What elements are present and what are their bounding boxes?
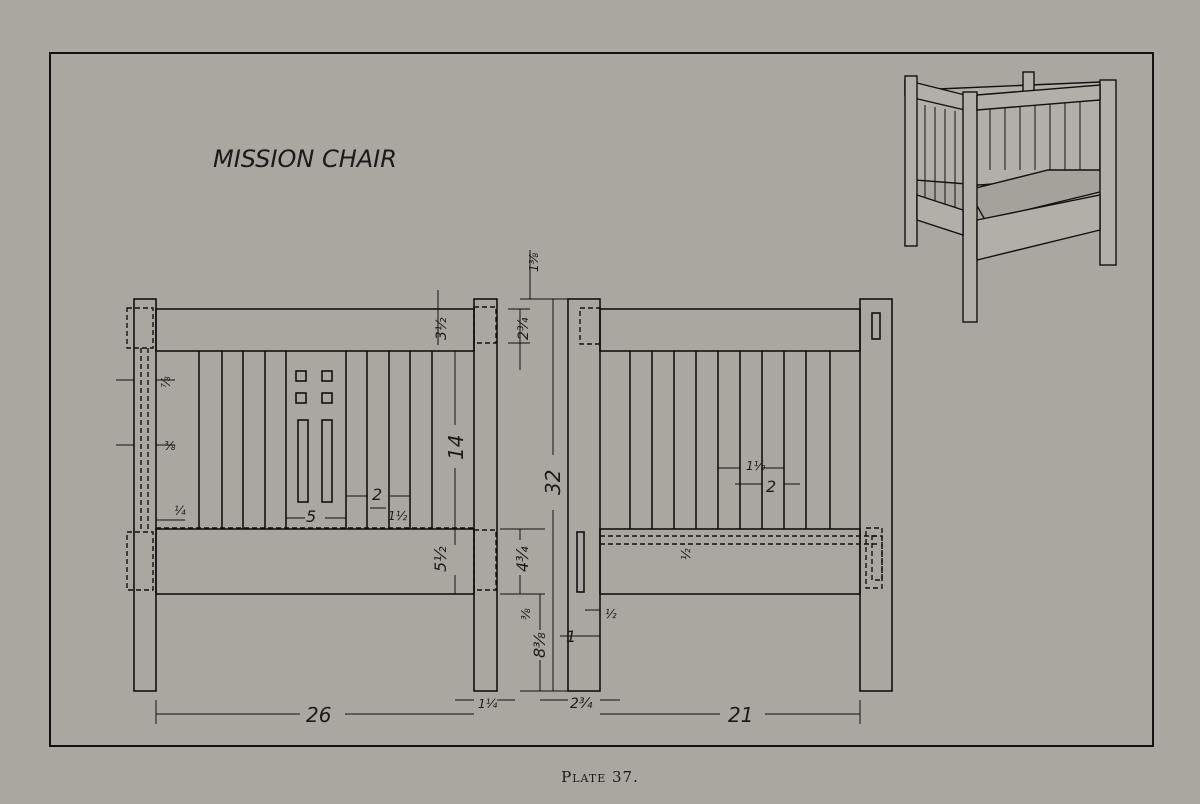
dim-half: ½ xyxy=(605,607,617,621)
plate-caption: Plate 37. xyxy=(561,768,639,786)
dim-top-rail: 3½ xyxy=(434,317,450,340)
drawing-title: MISSION CHAIR xyxy=(213,145,397,173)
front-hidden-lines xyxy=(126,306,497,591)
dim-rail-mortise: 2¾ xyxy=(516,317,532,340)
dim-post-width: 2¾ xyxy=(570,696,593,712)
front-elevation xyxy=(133,298,498,692)
dim-slat-width-front: 2 xyxy=(372,485,382,504)
dim-post-gap: 1⅜ xyxy=(527,252,541,272)
dim-one: 1 xyxy=(566,627,576,646)
dim-panel-width: 5 xyxy=(306,507,316,526)
dim-leg-top: ⅜ xyxy=(519,608,533,620)
dim-slat-height: 14 xyxy=(444,435,468,460)
dim-tenon-3-8: ⅜ xyxy=(164,439,176,453)
dim-slat-space-front: 1½ xyxy=(388,509,408,523)
dim-slat-space-side: 1½ xyxy=(746,459,766,473)
dimension-labels: 26 21 32 14 3½ 5½ 2¾ 4¾ 8⅜ ⅜ 1⅜ ⅞ ⅜ ¼ 5 … xyxy=(159,252,776,727)
dim-width-side: 21 xyxy=(728,703,753,727)
dim-overall-height: 32 xyxy=(541,470,565,495)
dim-leg-height: 8⅜ xyxy=(530,632,549,658)
side-hidden-lines xyxy=(579,307,883,589)
dimension-lines xyxy=(116,250,861,724)
side-elevation xyxy=(567,298,893,692)
dim-lower-rail: 5½ xyxy=(431,546,450,572)
dim-rail-mid: 4¾ xyxy=(513,546,532,572)
dim-width-front: 26 xyxy=(306,703,331,727)
plate-border xyxy=(49,52,1154,747)
dim-tenon-7-8: ⅞ xyxy=(159,376,173,388)
dim-seat-thickness: ½ xyxy=(679,548,693,560)
dim-slat-width-side: 2 xyxy=(766,477,776,496)
perspective-sketch xyxy=(904,71,1117,323)
dim-post-thickness: 1¼ xyxy=(478,697,498,711)
dim-tenon-1-4: ¼ xyxy=(174,504,186,518)
